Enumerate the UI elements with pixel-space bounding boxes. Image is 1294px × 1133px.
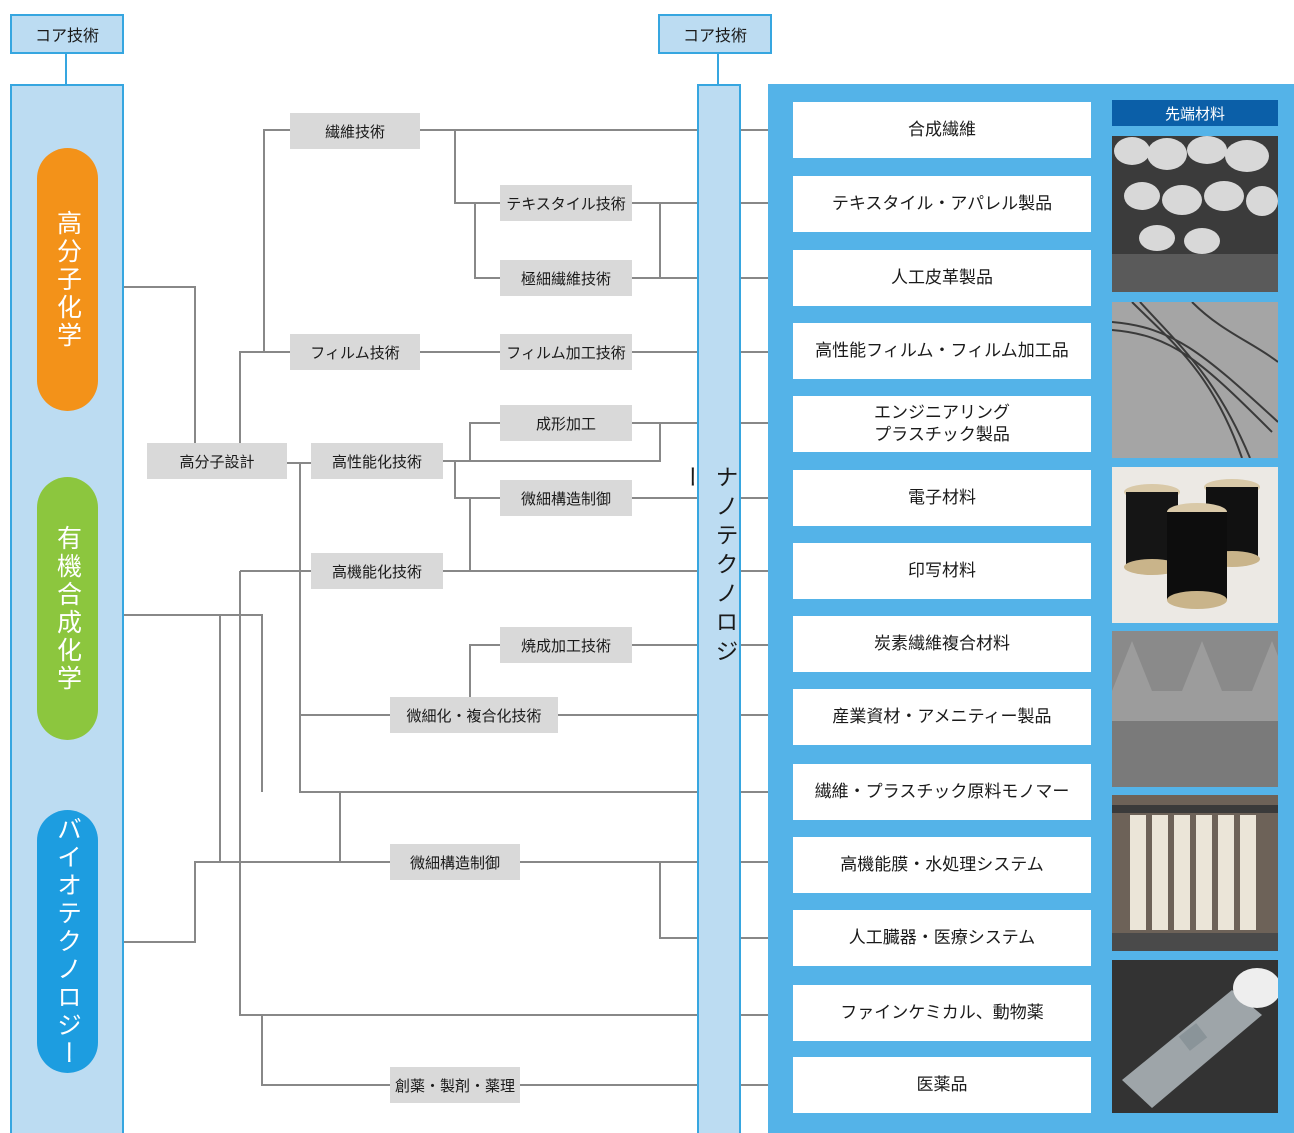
tech-high-function: 高機能化技術 (311, 553, 443, 589)
carbon-fiber-spools-image (1112, 467, 1278, 623)
pill-polymer-chemistry: 高分子化学 (37, 148, 98, 411)
microstructure-grooves-image (1112, 631, 1278, 787)
tech-drug-discovery: 創薬・製剤・薬理 (390, 1067, 520, 1103)
product-box: 電子材料 (793, 470, 1091, 526)
product-box: エンジニアリング プラスチック製品 (793, 396, 1091, 452)
product-box: 人工皮革製品 (793, 250, 1091, 306)
tech-microstructure-1: 微細構造制御 (500, 480, 632, 516)
product-box: 印写材料 (793, 543, 1091, 599)
tech-microstructure-2: 微細構造制御 (390, 844, 520, 880)
product-box: ファインケミカル、動物薬 (793, 985, 1091, 1041)
product-box: 合成繊維 (793, 102, 1091, 158)
tech-miniaturization: 微細化・複合化技術 (390, 697, 558, 733)
product-box: 医薬品 (793, 1057, 1091, 1113)
product-box: 高性能フィルム・フィルム加工品 (793, 323, 1091, 379)
tech-ultrafine-fiber: 極細繊維技術 (500, 260, 632, 296)
nanotech-column (697, 84, 741, 1133)
tech-high-performance: 高性能化技術 (311, 443, 443, 479)
pill-organic-synthesis: 有機合成化学 (37, 477, 98, 740)
product-box: 人工臓器・医療システム (793, 910, 1091, 966)
tech-molding: 成形加工 (500, 405, 632, 441)
tech-polymer-design: 高分子設計 (147, 443, 287, 479)
product-box: 高機能膜・水処理システム (793, 837, 1091, 893)
product-box: 炭素繊維複合材料 (793, 616, 1091, 672)
nanotube-image (1112, 302, 1278, 458)
tech-fiber: 繊維技術 (290, 113, 420, 149)
fiber-cross-section-image (1112, 136, 1278, 292)
tech-film-processing: フィルム加工技術 (500, 334, 632, 370)
core-tech-tag-center: コア技術 (658, 14, 772, 54)
core-tech-tag-left: コア技術 (10, 14, 124, 54)
tech-textile: テキスタイル技術 (500, 185, 632, 221)
advanced-materials-header: 先端材料 (1112, 100, 1278, 126)
pill-biotechnology: バイオテクノロジー (37, 810, 98, 1073)
product-box: テキスタイル・アパレル製品 (793, 176, 1091, 232)
product-box: 繊維・プラスチック原料モノマー (793, 764, 1091, 820)
glass-slide-image (1112, 960, 1278, 1113)
tech-film: フィルム技術 (290, 334, 420, 370)
tech-firing: 焼成加工技術 (500, 627, 632, 663)
water-treatment-system-image (1112, 795, 1278, 951)
product-box: 産業資材・アメニティー製品 (793, 689, 1091, 745)
nanotech-label: ナノテクノロジー (677, 465, 737, 668)
